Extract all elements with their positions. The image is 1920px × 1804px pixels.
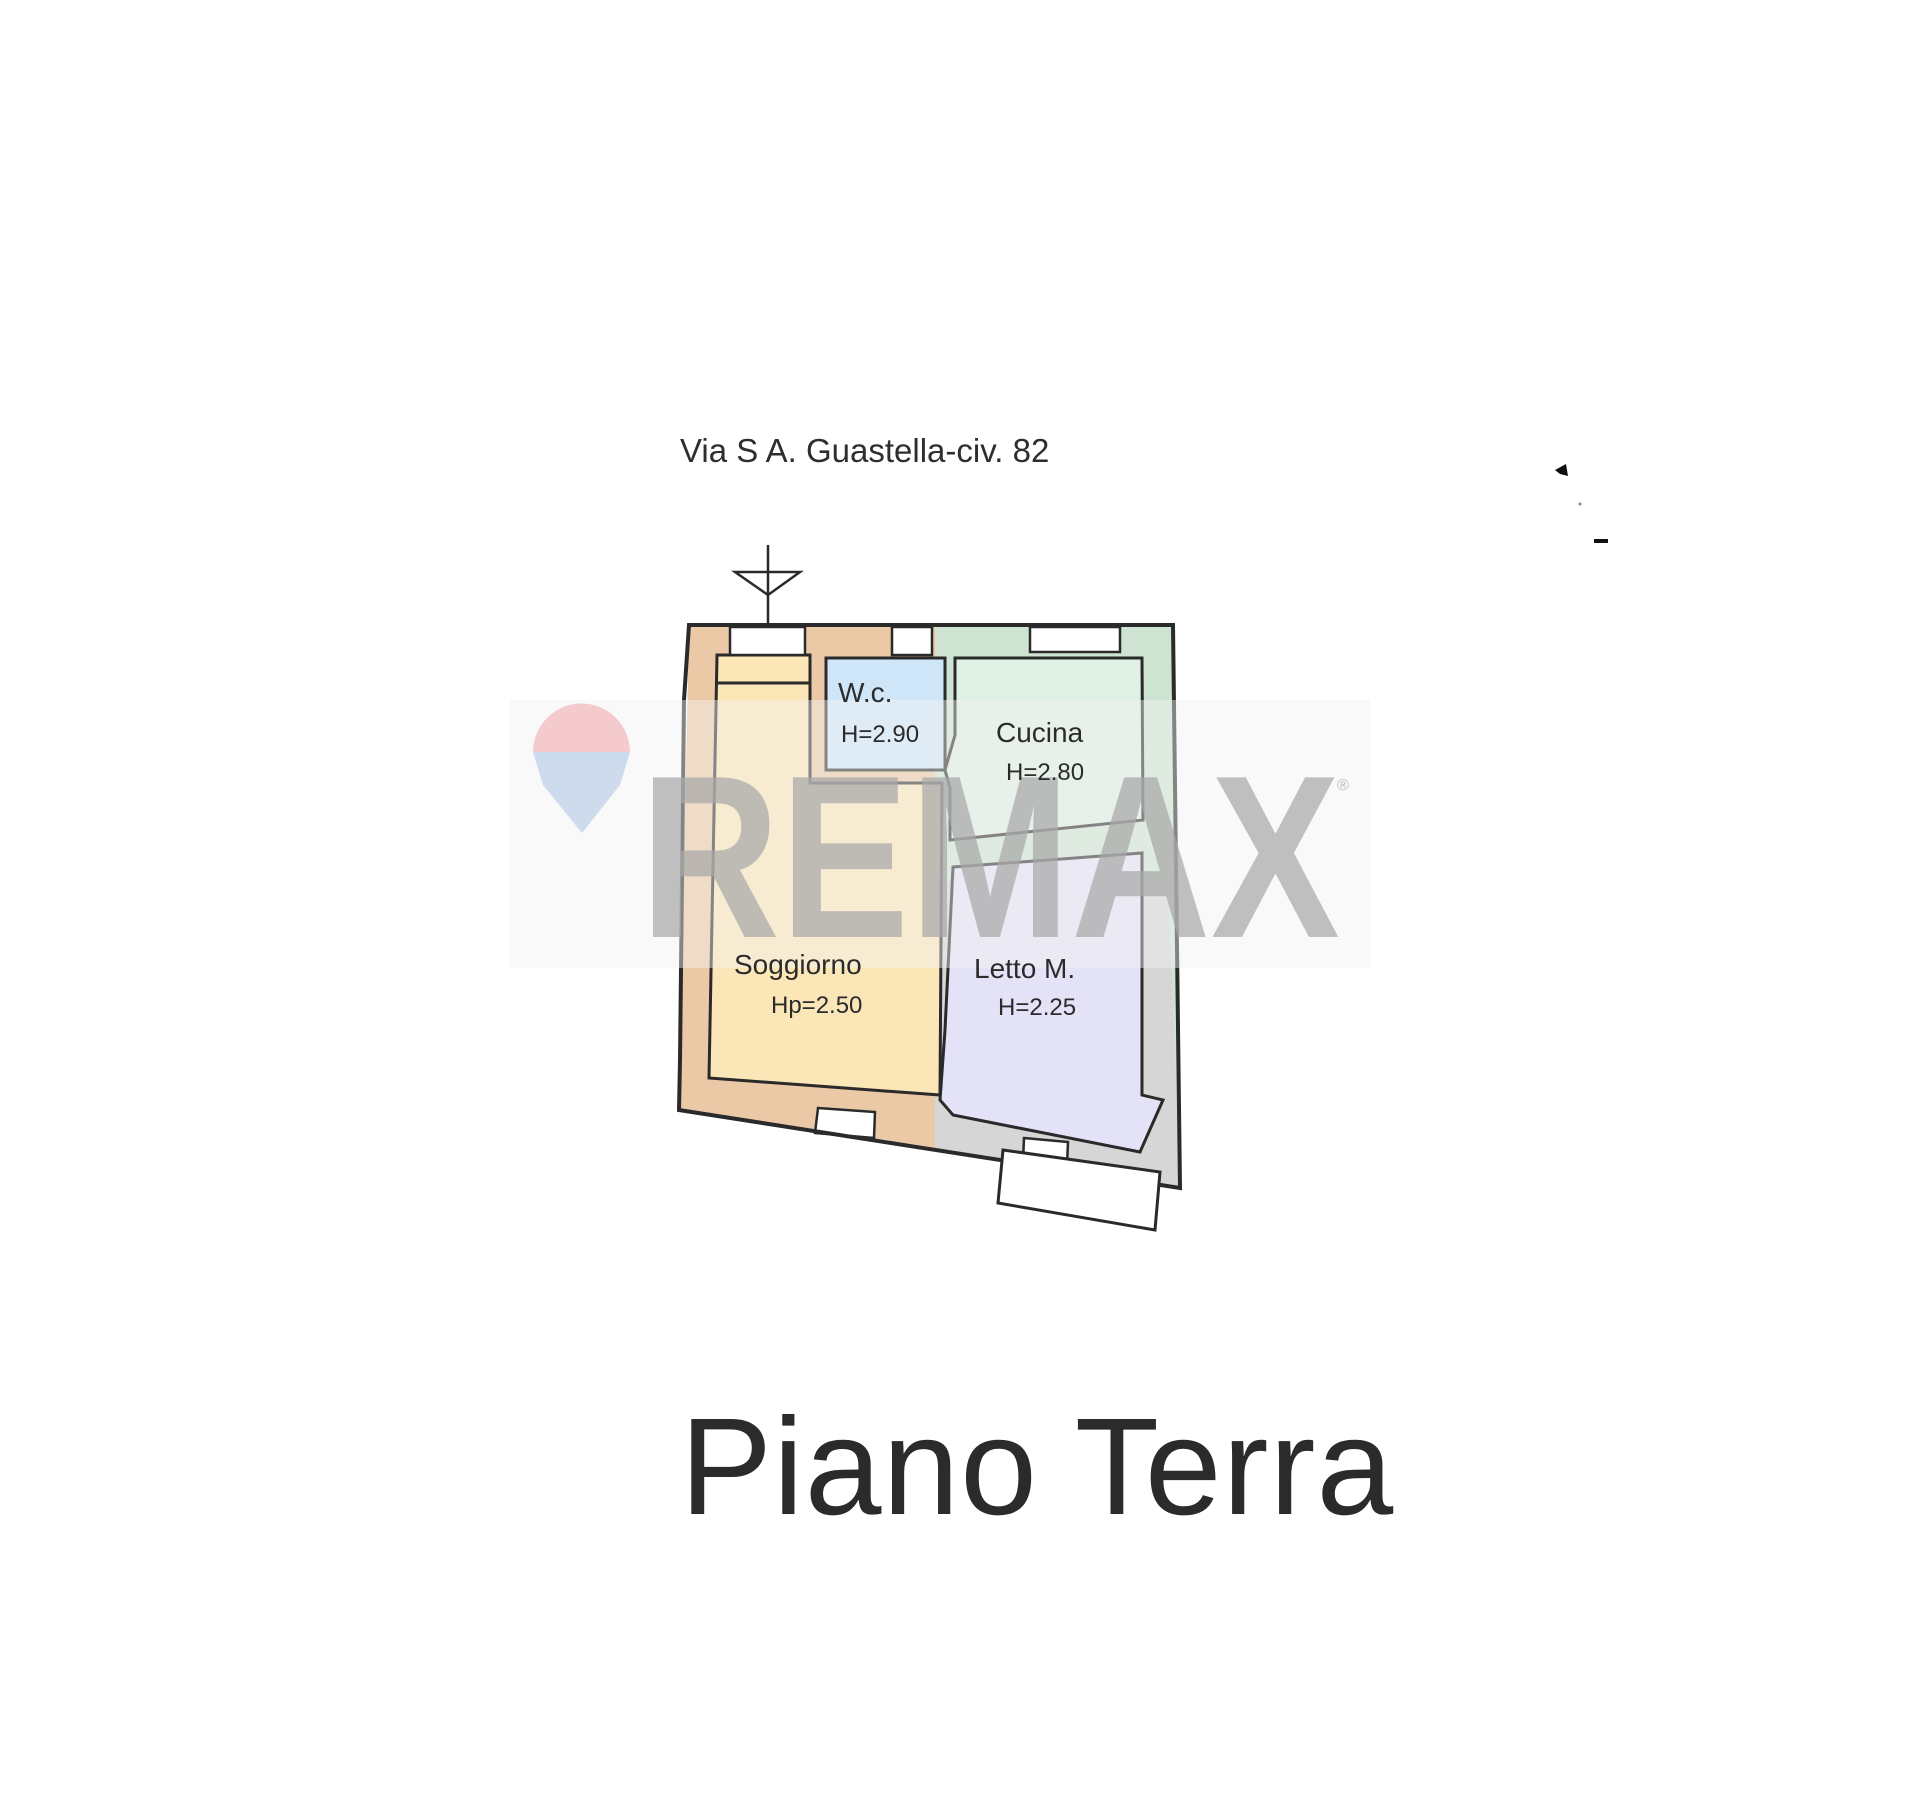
cucina-height: H=2.80	[1006, 759, 1084, 786]
wc-name: W.c.	[838, 677, 892, 708]
outer-outline	[676, 623, 1183, 1191]
svg-text:REMAX: REMAX	[640, 728, 1340, 987]
soggiorno-name: Soggiorno	[734, 949, 862, 980]
cucina-name: Cucina	[996, 717, 1084, 748]
soggiorno-height: Hp=2.50	[771, 992, 862, 1019]
room-soggiorno	[707, 653, 944, 1097]
wc-height: H=2.90	[841, 721, 919, 748]
room-letto	[938, 851, 1166, 1154]
letto-height: H=2.25	[998, 994, 1076, 1021]
stray-marks	[1555, 464, 1608, 543]
windows	[728, 625, 1122, 1167]
room-labels: W.c. H=2.90 Cucina H=2.80 Soggiorno Hp=2…	[734, 677, 1084, 1021]
letto-name: Letto M.	[974, 953, 1075, 984]
svg-text:®: ®	[1337, 777, 1349, 794]
balloon-logo-icon	[533, 703, 630, 833]
address-label: Via S A. Guastella-civ. 82	[680, 432, 1050, 469]
remax-watermark: REMAX ®	[510, 700, 1370, 987]
balcony	[996, 1148, 1162, 1232]
room-cucina	[943, 656, 1145, 842]
floor-title: Piano Terra	[680, 1390, 1395, 1544]
